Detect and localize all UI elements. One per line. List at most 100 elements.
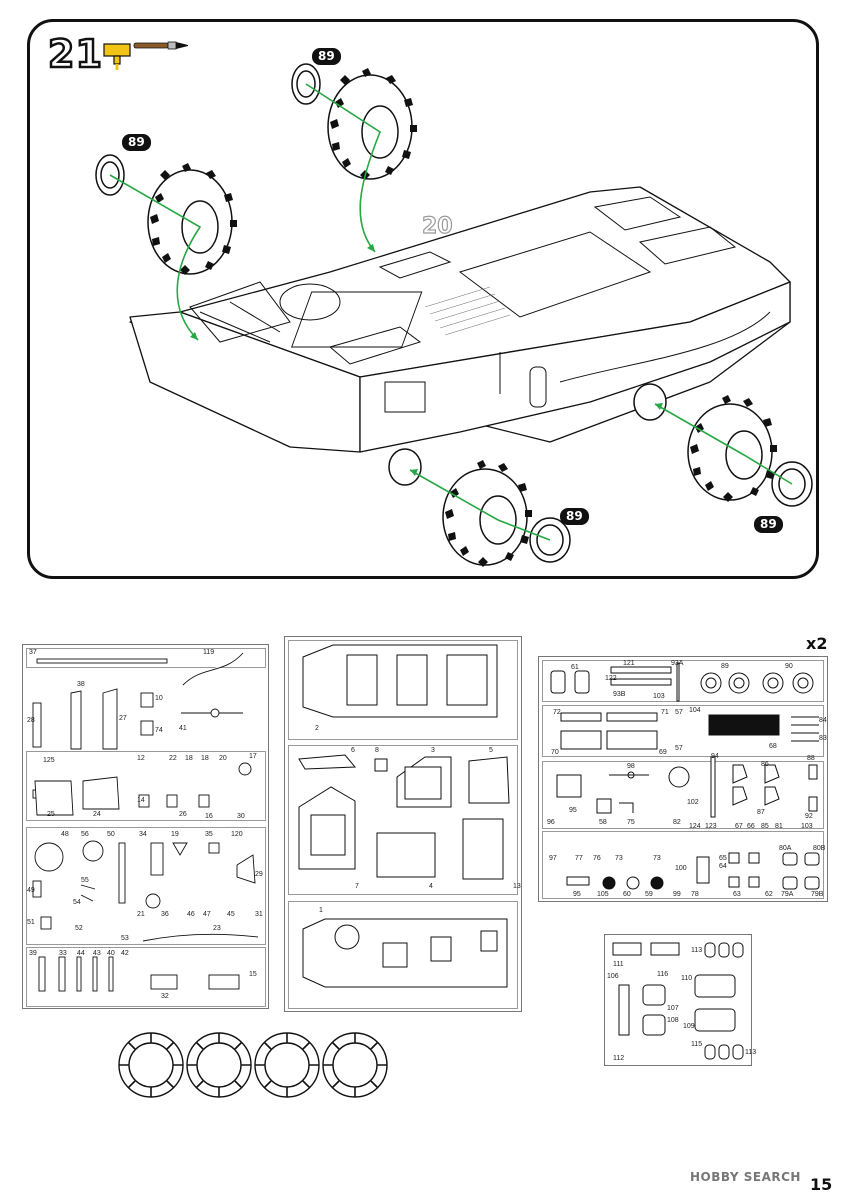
- sprue-a-label: 23: [213, 925, 221, 932]
- sprue-c-label: 70: [551, 749, 559, 756]
- sprue-d-label: 108: [667, 1017, 679, 1024]
- sprue-a-frame-bottom: [26, 947, 266, 1007]
- sprue-a-label: 15: [249, 971, 257, 978]
- sprue-c-label: 98: [627, 763, 635, 770]
- sprue-c-label: 62: [765, 891, 773, 898]
- sprue-c-label: 63: [733, 891, 741, 898]
- sprue-b-label: 4: [429, 883, 433, 890]
- sprue-a-label: 20: [219, 755, 227, 762]
- sprue-a-label: 49: [27, 887, 35, 894]
- sprue-c-label: 66: [747, 823, 755, 830]
- sprue-c-label: 103: [653, 693, 665, 700]
- rubber-tyres-drawing: [118, 1032, 388, 1098]
- sprue-d-parts-drawing: [612, 942, 744, 1060]
- sprue-c-label: 94: [711, 753, 719, 760]
- sprue-a-label: 53: [121, 935, 129, 942]
- sprue-a-label: 32: [161, 993, 169, 1000]
- sprue-c-label: 105: [597, 891, 609, 898]
- sprue-a-label: 119: [203, 649, 215, 656]
- sprue-d-label: 113: [691, 947, 703, 954]
- sprue-c-label: 68: [769, 743, 777, 750]
- sprue-a-label: 24: [93, 811, 101, 818]
- sprue-d-label: 107: [667, 1005, 679, 1012]
- sprue-a-label: 29: [255, 871, 263, 878]
- step-number: 21: [47, 31, 103, 78]
- sprue-c-label: 103: [801, 823, 813, 830]
- sprue-c-label: 93B: [613, 691, 626, 698]
- sprue-a-label: 12: [137, 755, 145, 762]
- sprue-c-label: 64: [719, 863, 727, 870]
- sprue-d: 113 111 116 110 106 107 108 109 112 115 …: [604, 934, 756, 1066]
- sprue-c-label: 60: [623, 891, 631, 898]
- sprue-c-frame-lower: [542, 761, 824, 829]
- sprue-c-label: 104: [689, 707, 701, 714]
- watermark: HOBBY SEARCH: [690, 1170, 801, 1184]
- sprue-d-label: 115: [691, 1041, 703, 1048]
- sprue-c-label: 88: [807, 755, 815, 762]
- sprue-c-label: 69: [659, 749, 667, 756]
- sprue-a-label: 16: [205, 813, 213, 820]
- sprue-c-label: 59: [645, 891, 653, 898]
- sprue-c-label: 73: [653, 855, 661, 862]
- sprue-a-frame-mid: [26, 751, 266, 821]
- sprue-a-label: 120: [231, 831, 243, 838]
- part-callout-89: 89: [312, 48, 341, 65]
- sprue-b-label: 7: [355, 883, 359, 890]
- sprue-a-label: 19: [171, 831, 179, 838]
- vehicle-hull-drawing: [95, 63, 813, 567]
- sprue-a-label: 28: [27, 717, 35, 724]
- sprue-c-label: 86: [761, 761, 769, 768]
- sprue-c-label: 80A: [779, 845, 792, 852]
- sprue-a-label: 18: [185, 755, 193, 762]
- sprue-a-label: 37: [29, 649, 37, 656]
- part-callout-89: 89: [754, 516, 783, 533]
- sprue-a-label: 34: [139, 831, 147, 838]
- sprue-a-label: 56: [81, 831, 89, 838]
- sprue-b-label: 2: [315, 725, 319, 732]
- sprue-a-label: 36: [161, 911, 169, 918]
- sprue-a-label: 48: [61, 831, 69, 838]
- sprue-a-label: 27: [119, 715, 127, 722]
- sprue-c-label: 95: [573, 891, 581, 898]
- sprue-b-label: 6: [351, 747, 355, 754]
- sprue-a-label: 46: [187, 911, 195, 918]
- sprue-a-label: 33: [59, 950, 67, 957]
- sprue-a-label: 35: [205, 831, 213, 838]
- sprue-c-label: 84: [819, 717, 827, 724]
- sprue-c-label: 83: [819, 735, 827, 742]
- sprue-b: 2 6 8 3 5 7 4 13 1: [284, 636, 522, 1012]
- sprue-a: 37 119 38 10 28 27 74 41 125 12 22 18 18…: [22, 644, 269, 1009]
- sprue-c-label: 123: [705, 823, 717, 830]
- sprue-c-label: 80B: [813, 845, 826, 852]
- sprue-b-parts-drawing: [298, 644, 510, 988]
- sprue-a-label: 40: [107, 950, 115, 957]
- part-callout-89: 89: [560, 508, 589, 525]
- sprue-a-label: 44: [77, 950, 85, 957]
- part-callout-89: 89: [122, 134, 151, 151]
- sprue-c-label: 73: [615, 855, 623, 862]
- quantity-multiplier: x2: [806, 634, 828, 653]
- sprue-c-label: 121: [623, 660, 635, 667]
- sprue-d-label: 110: [681, 975, 693, 982]
- sprue-b-label: 8: [375, 747, 379, 754]
- sprue-c-label: 92: [805, 813, 813, 820]
- sprue-b-label: 13: [513, 883, 521, 890]
- sprue-a-label: 21: [137, 911, 145, 918]
- sprue-c-label: 87: [757, 809, 765, 816]
- sprue-a-label: 31: [255, 911, 263, 918]
- sprue-a-label: 55: [81, 877, 89, 884]
- sprue-c-label: 90: [785, 663, 793, 670]
- sprue-b-label: 1: [319, 907, 323, 914]
- sprue-d-label: 116: [657, 971, 669, 978]
- sprue-c-label: 61: [571, 664, 579, 671]
- sprue-d-label: 112: [613, 1055, 625, 1062]
- sprue-c-label: 122: [605, 675, 617, 682]
- sprue-c-parts-drawing: [550, 662, 820, 890]
- sprue-a-frame-top: [26, 648, 266, 668]
- paint-brush-icon: [133, 41, 188, 50]
- sprue-a-label: 125: [43, 757, 55, 764]
- sprue-c-label: 67: [735, 823, 743, 830]
- sprue-a-label: 17: [249, 753, 257, 760]
- sprue-c-label: 93A: [671, 660, 684, 667]
- sprue-c-label: 99: [673, 891, 681, 898]
